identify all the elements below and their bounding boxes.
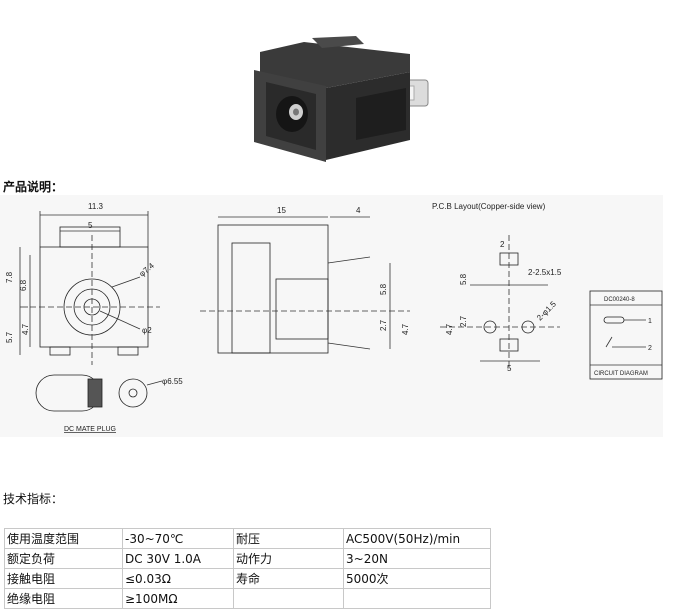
pcb-2-7: 2.7 xyxy=(459,315,468,327)
spec-cell: 寿命 xyxy=(233,568,344,589)
spec-cell: 5000次 xyxy=(343,568,491,589)
dim-2-7-side: 2.7 xyxy=(379,319,388,331)
spec-cell: 3~20N xyxy=(343,548,491,569)
spec-cell: 耐压 xyxy=(233,528,344,549)
dim-5-top: 5 xyxy=(88,221,93,230)
spec-cell: 使用温度范围 xyxy=(4,528,123,549)
front-view xyxy=(19,211,160,365)
dim-7-8: 7.8 xyxy=(5,271,14,283)
dc-jack-image xyxy=(254,36,429,162)
pcb-slot: 2-2.5x1.5 xyxy=(528,268,562,277)
pcb-layout xyxy=(440,235,560,367)
spec-table: 使用温度范围 -30~70℃ 耐压 AC500V(50Hz)/min 额定负荷 … xyxy=(4,528,491,609)
spec-heading: 技术指标： xyxy=(3,492,64,506)
spec-cell xyxy=(343,588,491,609)
pcb-5: 5 xyxy=(507,364,512,373)
mate-plug xyxy=(35,374,163,412)
dim-15: 15 xyxy=(277,206,286,215)
pcb-2: 2 xyxy=(500,240,505,249)
pcb-5-8: 5.8 xyxy=(459,273,468,285)
dim-11-3: 11.3 xyxy=(88,202,104,211)
spec-cell: -30~70℃ xyxy=(122,528,234,549)
spec-cell: 动作力 xyxy=(233,548,344,569)
spec-cell: 额定负荷 xyxy=(4,548,123,569)
dim-5-7: 5.7 xyxy=(5,331,14,343)
product-photo xyxy=(246,32,442,164)
table-row: 使用温度范围 -30~70℃ 耐压 AC500V(50Hz)/min xyxy=(4,528,491,549)
table-row: 接触电阻 ≤0.03Ω 寿命 5000次 xyxy=(4,568,491,589)
circuit-diagram xyxy=(589,290,663,380)
table-row: 额定负荷 DC 30V 1.0A 动作力 3~20N xyxy=(4,548,491,569)
spec-cell: ≤0.03Ω xyxy=(122,568,234,589)
technical-drawing: 11.3 5 7.8 6.8 5.7 4.7 φ7.4 φ2 φ6.55 DC … xyxy=(0,195,663,437)
plug-caption: DC MATE PLUG xyxy=(64,426,116,433)
pcb-4-7: 4.7 xyxy=(445,323,454,335)
dim-4-7-side: 4.7 xyxy=(401,323,410,335)
product-description-heading: 产品说明： xyxy=(3,180,64,194)
circuit-pin-1: 1 xyxy=(648,318,652,325)
table-row: 绝缘电阻 ≥100MΩ xyxy=(4,588,491,609)
circuit-caption: CIRCUIT DIAGRAM xyxy=(594,371,648,377)
spec-cell xyxy=(233,588,344,609)
dim-6-8: 6.8 xyxy=(19,279,28,291)
spec-cell: 接触电阻 xyxy=(4,568,123,589)
dim-phi-2: φ2 xyxy=(142,326,152,335)
dim-4: 4 xyxy=(356,206,361,215)
spec-cell: ≥100MΩ xyxy=(122,588,234,609)
spec-cell: 绝缘电阻 xyxy=(4,588,123,609)
spec-cell: AC500V(50Hz)/min xyxy=(343,528,491,549)
dim-5-8-side: 5.8 xyxy=(379,283,388,295)
circuit-pin-2: 2 xyxy=(648,345,652,352)
dim-4-7-left: 4.7 xyxy=(21,323,30,335)
circuit-code: DC00240-8 xyxy=(604,297,635,303)
plug-phi-label: φ6.55 xyxy=(162,377,183,386)
side-view xyxy=(200,216,410,354)
pcb-title: P.C.B Layout(Copper-side view) xyxy=(432,202,546,211)
spec-cell: DC 30V 1.0A xyxy=(122,548,234,569)
